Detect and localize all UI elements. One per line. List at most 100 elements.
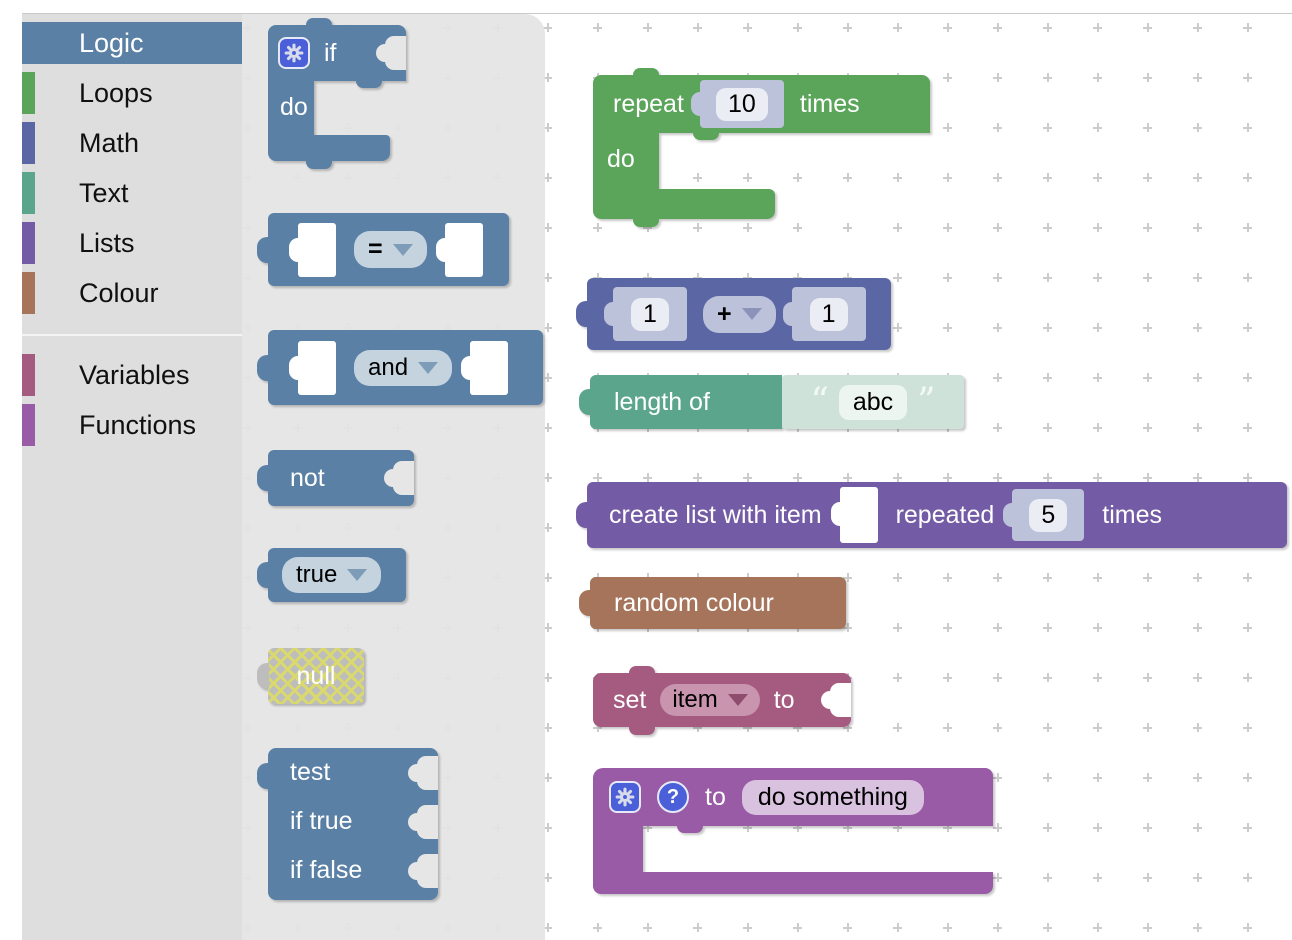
dropdown-arrow-icon xyxy=(727,694,748,706)
output-tab xyxy=(257,663,269,689)
logic-operator-dropdown[interactable]: and xyxy=(354,349,453,386)
statement-notch xyxy=(356,81,382,88)
close-quote: ” xyxy=(917,381,936,422)
output-tab xyxy=(579,590,591,616)
toolbox-category-math[interactable]: Math xyxy=(22,122,242,164)
variable-name: item xyxy=(672,686,718,713)
category-label: Functions xyxy=(79,409,197,440)
flyout-block-logic-compare[interactable]: = xyxy=(257,213,509,286)
flyout-block-logic-negate[interactable]: not xyxy=(257,450,414,506)
gear-glyph xyxy=(284,43,304,63)
block-math-arithmetic[interactable]: 1 + 1 xyxy=(576,278,891,350)
function-name-field[interactable]: do something xyxy=(741,779,924,815)
next-connection-bump xyxy=(633,219,659,227)
test-label: test xyxy=(290,758,331,786)
toolbox-category-colour[interactable]: Colour xyxy=(22,272,242,314)
boolean-dropdown[interactable]: true xyxy=(282,557,382,593)
create-list-label: create list with item xyxy=(609,500,822,529)
operator-label: + xyxy=(717,299,732,328)
boolean-value: true xyxy=(296,561,338,588)
arithmetic-operator-dropdown[interactable]: + xyxy=(703,295,776,333)
statement-notch xyxy=(677,826,703,833)
flyout-block-logic-boolean[interactable]: true xyxy=(257,548,406,602)
mutator-gear-icon[interactable] xyxy=(609,781,641,813)
gear-glyph xyxy=(615,787,635,807)
flyout-block-logic-null[interactable]: null xyxy=(257,648,364,704)
workspace-top-border xyxy=(22,13,1292,14)
to-label: to xyxy=(705,782,726,811)
help-question-icon[interactable]: ? xyxy=(657,781,689,813)
do-label: do xyxy=(607,145,635,173)
set-label: set xyxy=(613,685,647,714)
next-connection-bump xyxy=(629,727,655,735)
category-color-strip xyxy=(22,172,35,214)
category-color-strip xyxy=(22,122,35,164)
output-tab xyxy=(576,502,588,528)
repeat-label: repeat xyxy=(613,89,684,118)
toolbox-category-variables[interactable]: Variables xyxy=(22,354,242,396)
toolbox-category-logic[interactable]: Logic xyxy=(22,22,242,64)
null-label: null xyxy=(296,661,336,690)
toolbox-category-text[interactable]: Text xyxy=(22,172,242,214)
times-label: times xyxy=(1102,500,1162,529)
category-label: Variables xyxy=(79,359,190,390)
previous-connection-bump xyxy=(633,68,659,76)
flyout-block-controls-if[interactable]: if do xyxy=(268,18,408,177)
toolbox-category-functions[interactable]: Functions xyxy=(22,404,242,446)
block-variables-set[interactable]: set item to xyxy=(593,666,851,735)
block-colour-random[interactable]: random colour xyxy=(579,577,846,629)
shadow-text-block[interactable]: “ abc ” xyxy=(782,375,964,429)
empty-value-socket xyxy=(289,222,336,277)
empty-value-socket xyxy=(289,340,336,395)
dropdown-arrow-icon xyxy=(347,569,368,581)
block-left-spine xyxy=(593,826,643,872)
category-color-strip xyxy=(22,22,35,64)
category-color-strip xyxy=(22,272,35,314)
empty-value-socket xyxy=(435,222,483,277)
output-tab xyxy=(257,562,269,588)
previous-connection-bump xyxy=(629,666,655,674)
left-operand-field[interactable]: 1 xyxy=(631,297,669,331)
value-input-socket xyxy=(384,461,414,495)
operator-label: = xyxy=(368,235,383,263)
repeat-count-field[interactable]: 10 xyxy=(715,87,768,121)
block-text-length[interactable]: length of “ abc ” xyxy=(579,375,964,429)
block-procedures-def[interactable]: ? to do something xyxy=(593,768,993,894)
next-connection-bump xyxy=(306,161,332,169)
category-color-strip xyxy=(22,72,35,114)
text-field[interactable]: abc xyxy=(838,384,908,420)
category-label: Text xyxy=(79,177,129,208)
toolbox-category-lists[interactable]: Lists xyxy=(22,222,242,264)
comparison-operator-dropdown[interactable]: = xyxy=(354,231,427,268)
output-tab xyxy=(257,237,269,263)
dropdown-arrow-icon xyxy=(418,361,439,374)
value-input-socket xyxy=(408,805,438,839)
repeat-count-field[interactable]: 5 xyxy=(1029,498,1068,532)
category-label: Logic xyxy=(79,27,144,58)
variable-dropdown[interactable]: item xyxy=(660,684,760,716)
block-controls-repeat[interactable]: repeat 10 times do xyxy=(593,68,933,227)
flyout-block-logic-operation[interactable]: and xyxy=(257,330,543,405)
question-mark: ? xyxy=(666,785,680,808)
value-input-socket xyxy=(821,683,851,717)
right-operand-field[interactable]: 1 xyxy=(809,297,848,331)
flyout-block-logic-ternary[interactable]: test if true if false xyxy=(257,748,438,900)
value-input-socket xyxy=(408,756,438,790)
category-label: Math xyxy=(79,127,140,158)
category-color-strip xyxy=(22,354,35,396)
toolbox: Logic Loops Math Text Lists Colour Varia… xyxy=(22,14,242,940)
toolbox-separator xyxy=(22,334,242,336)
empty-value-socket xyxy=(461,340,509,395)
shadow-number-block[interactable]: 5 xyxy=(1003,489,1085,541)
block-lists-repeat[interactable]: create list with item repeated 5 times xyxy=(576,482,1287,548)
shadow-number-block[interactable]: 1 xyxy=(782,287,866,341)
empty-value-socket xyxy=(830,487,878,543)
toolbox-category-loops[interactable]: Loops xyxy=(22,72,242,114)
shadow-number-block[interactable]: 10 xyxy=(690,80,784,128)
if-false-label: if false xyxy=(290,856,363,884)
output-tab xyxy=(576,301,588,327)
random-colour-label: random colour xyxy=(614,588,774,617)
shadow-number-block[interactable]: 1 xyxy=(604,287,687,341)
mutator-gear-icon[interactable] xyxy=(278,37,310,69)
